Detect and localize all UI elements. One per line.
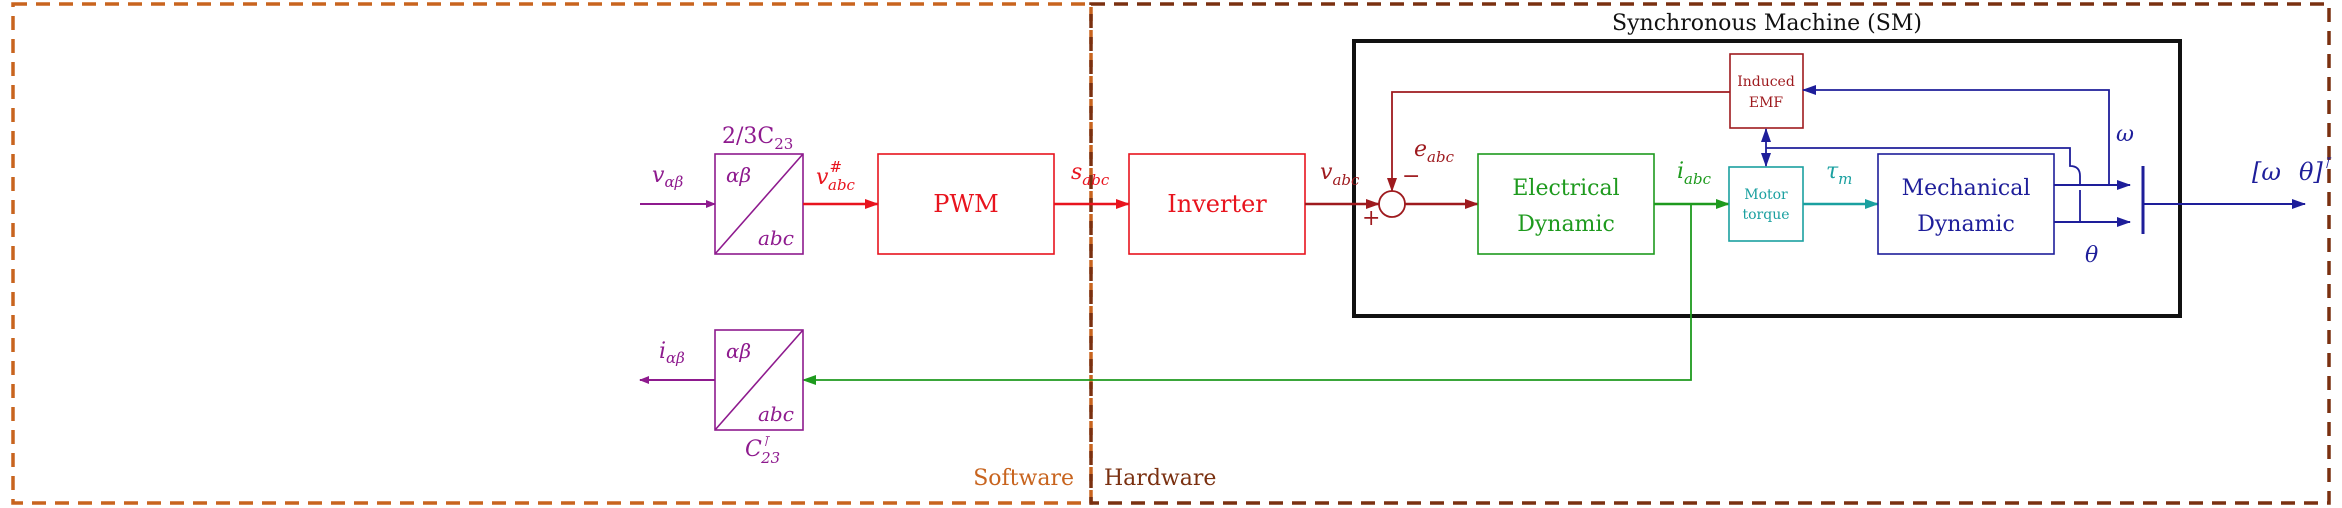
sum-minus-sign: − xyxy=(1402,164,1420,189)
transform-bottom-alphabeta: αβ xyxy=(726,339,751,363)
transform-bottom-gain: C⊺23 xyxy=(745,434,780,467)
hardware-label: Hardware xyxy=(1104,466,1216,491)
electrical-dynamic-block xyxy=(1477,153,1655,255)
omega-feedback-to-emf xyxy=(1802,85,2110,185)
mechanical-label-line1: Mechanical xyxy=(1902,176,2031,201)
sum-plus-sign: + xyxy=(1362,206,1380,231)
v-alphabeta-label: vαβ xyxy=(652,163,684,191)
hardware-region xyxy=(1089,2,2331,505)
induced-emf-block xyxy=(1729,53,1804,129)
i-abc-label: iabc xyxy=(1677,159,1712,188)
transform-top-abc: abc xyxy=(758,226,794,250)
transform-top-alphabeta: αβ xyxy=(726,163,751,187)
e-abc-label: eabc xyxy=(1414,137,1455,166)
sm-title: Synchronous Machine (SM) xyxy=(1612,11,1922,36)
transform-top-diagonal xyxy=(714,153,804,255)
mechanical-dynamic-block xyxy=(1877,153,2055,255)
induced-emf-line1: Induced xyxy=(1737,74,1795,90)
current-feedback-line xyxy=(802,204,1692,385)
software-region xyxy=(11,2,1093,505)
theta-label: θ xyxy=(2085,243,2098,268)
electrical-label-line1: Electrical xyxy=(1512,176,1619,201)
v-abc-hash-label: v#abc xyxy=(816,158,856,194)
pwm-label: PWM xyxy=(933,190,998,218)
i-alphabeta-label: iαβ xyxy=(659,339,685,367)
software-label: Software xyxy=(973,466,1074,491)
omega-feedback-to-torque xyxy=(1766,147,2081,185)
induced-emf-line2: EMF xyxy=(1749,95,1784,111)
sm-box xyxy=(1352,39,2182,318)
emf-feedback-line xyxy=(1387,91,1730,192)
s-abc-label: sabc xyxy=(1071,160,1110,189)
v-abc-label: vabc xyxy=(1320,160,1360,189)
summing-junction xyxy=(1378,190,1406,218)
transform-top-gain: 2/3C23 xyxy=(722,124,793,153)
tau-m-label: τm xyxy=(1826,159,1852,188)
mechanical-label-line2: Dynamic xyxy=(1917,212,2015,237)
electrical-label-line2: Dynamic xyxy=(1517,212,1615,237)
motor-torque-line1: Motor xyxy=(1744,187,1788,203)
transform-bottom-abc: abc xyxy=(758,402,794,426)
omega-label: ω xyxy=(2116,122,2134,147)
inverter-label: Inverter xyxy=(1167,190,1267,218)
motor-torque-line2: torque xyxy=(1742,207,1789,223)
transform-bottom-diagonal xyxy=(714,329,804,431)
motor-torque-block xyxy=(1728,166,1804,242)
